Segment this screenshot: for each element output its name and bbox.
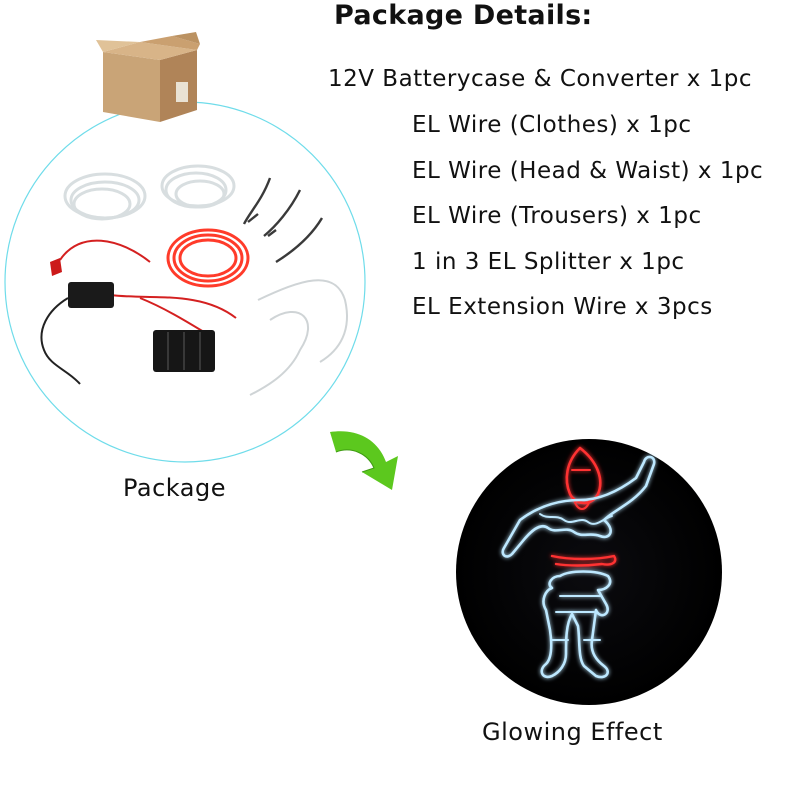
el-wire-figure — [501, 446, 656, 679]
curved-arrow-icon — [330, 431, 398, 490]
extension-wires — [242, 177, 324, 264]
white-el-wire-coils — [63, 164, 236, 221]
package-caption: Package — [123, 474, 226, 502]
red-plug — [50, 258, 62, 276]
glowing-effect-caption: Glowing Effect — [482, 718, 663, 746]
package-item: 12V Batterycase & Converter x 1pc — [328, 66, 753, 92]
red-el-wire-coil — [166, 228, 250, 288]
thin-white-wire — [249, 279, 348, 396]
package-details-title: Package Details: — [334, 0, 593, 31]
package-item: EL Extension Wire x 3pcs — [412, 294, 713, 320]
black-cord — [40, 297, 81, 385]
package-item: 1 in 3 EL Splitter x 1pc — [412, 249, 685, 275]
cardboard-box-icon — [96, 32, 200, 122]
converter-box — [68, 282, 114, 308]
package-item: EL Wire (Trousers) x 1pc — [412, 203, 702, 229]
package-item: EL Wire (Head & Waist) x 1pc — [412, 158, 764, 184]
battery-case — [153, 330, 215, 372]
package-item: EL Wire (Clothes) x 1pc — [412, 112, 692, 138]
